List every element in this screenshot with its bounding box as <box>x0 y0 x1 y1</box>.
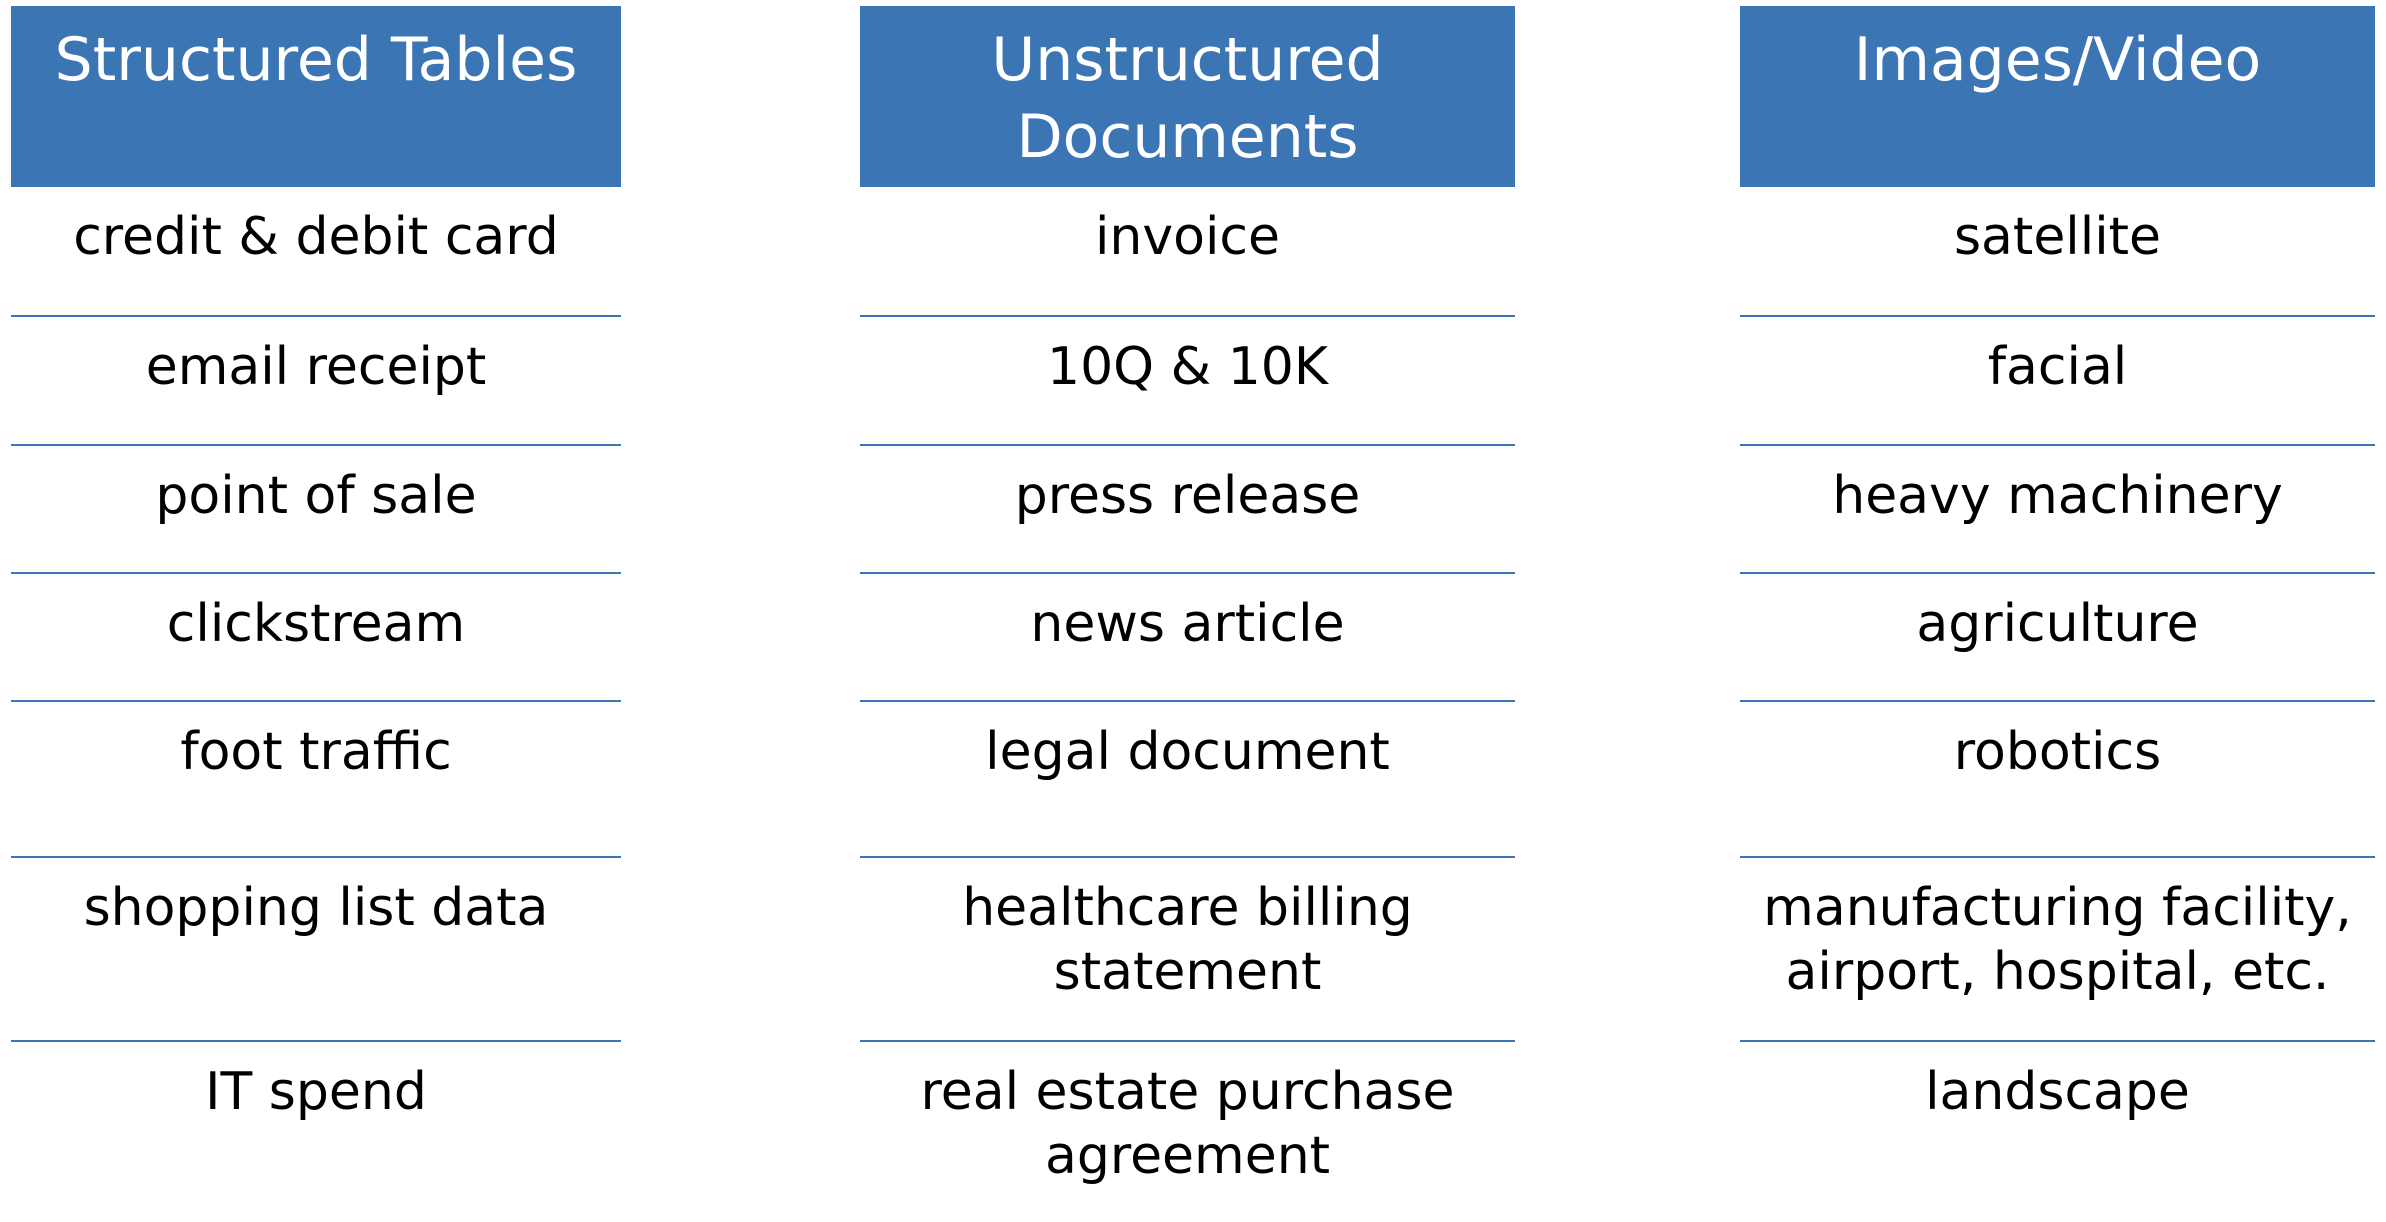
list-item: legal document <box>860 702 1515 858</box>
list-item: email receipt <box>11 317 621 446</box>
list-item: real estate purchase agreement <box>920 1062 1455 1186</box>
list-item: point of sale <box>11 446 621 574</box>
list-item: news article <box>860 574 1515 702</box>
list-item: press release <box>860 446 1515 574</box>
column-images-video: Images/Video satellite facial heavy mach… <box>1740 6 2375 1222</box>
list-item: facial <box>1740 317 2375 446</box>
list-item: satellite <box>1740 187 2375 317</box>
column-header: Structured Tables <box>11 6 621 187</box>
list-item: landscape <box>1925 1062 2190 1122</box>
list-item: heavy machinery <box>1740 446 2375 574</box>
list-item: clickstream <box>11 574 621 702</box>
column-unstructured-documents: Unstructured Documents invoice 10Q & 10K… <box>860 6 1515 1222</box>
list-item: invoice <box>860 187 1515 317</box>
list-item: foot traffic <box>11 702 621 858</box>
list-item: manufacturing facility, airport, hospita… <box>1740 858 2375 1042</box>
column-header: Images/Video <box>1740 6 2375 187</box>
column-header: Unstructured Documents <box>860 6 1515 187</box>
list-item: 10Q & 10K <box>860 317 1515 446</box>
column-structured-tables: Structured Tables credit & debit card em… <box>11 6 621 1222</box>
list-item: shopping list data <box>11 858 621 1042</box>
list-item: credit & debit card <box>11 187 621 317</box>
list-item: IT spend <box>205 1062 427 1122</box>
list-item: robotics <box>1740 702 2375 858</box>
list-item: agriculture <box>1740 574 2375 702</box>
list-item: healthcare billing statement <box>860 858 1515 1042</box>
slide: { "columns": [ { "header": "Structured T… <box>11 6 2375 1186</box>
